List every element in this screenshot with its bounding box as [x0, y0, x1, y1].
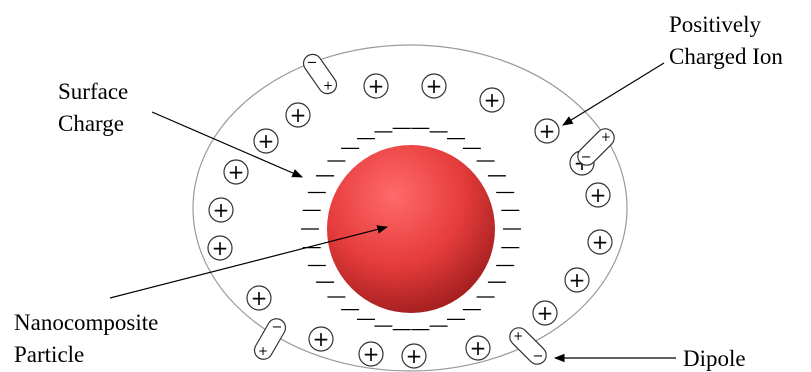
positive-ion: + — [309, 327, 333, 351]
svg-text:+: + — [426, 74, 443, 98]
svg-text:+: + — [323, 78, 333, 92]
positive-ion: + — [588, 230, 612, 254]
positive-ion: + — [286, 103, 310, 127]
svg-text:+: + — [590, 183, 607, 207]
positive-ion: + — [422, 74, 446, 98]
positive-ion: + — [209, 198, 233, 222]
svg-text:−: − — [532, 349, 543, 364]
positive-ion: + — [565, 268, 589, 292]
positive-ion: + — [533, 301, 557, 325]
surface-charge-label: Surface Charge — [58, 79, 134, 136]
svg-text:−: − — [581, 150, 592, 165]
svg-text:+: + — [258, 344, 268, 358]
svg-text:+: + — [251, 286, 268, 310]
svg-text:+: + — [470, 336, 487, 360]
svg-text:−: − — [307, 56, 318, 71]
svg-text:+: + — [539, 119, 556, 143]
svg-text:+: + — [513, 329, 523, 343]
dipole: +− — [299, 50, 340, 98]
svg-text:−: − — [272, 320, 283, 335]
svg-text:+: + — [213, 198, 230, 222]
svg-text:+: + — [212, 236, 229, 260]
positive-ion: + — [480, 88, 504, 112]
svg-text:+: + — [592, 230, 609, 254]
positive-ion: + — [224, 160, 248, 184]
svg-text:+: + — [363, 342, 380, 366]
positive-ion: + — [535, 119, 559, 143]
nanocomposite-particle — [327, 145, 495, 313]
svg-text:+: + — [601, 130, 611, 144]
svg-text:+: + — [313, 327, 330, 351]
positive-ion: + — [586, 183, 610, 207]
positive-ion: + — [359, 342, 383, 366]
svg-text:+: + — [569, 268, 586, 292]
particle-label: Nanocomposite Particle — [14, 310, 164, 367]
positive-ion-arrow — [563, 63, 664, 125]
positive-ion: + — [247, 286, 271, 310]
svg-text:+: + — [228, 160, 245, 184]
svg-text:+: + — [537, 301, 554, 325]
dipole: +− — [505, 324, 551, 370]
svg-text:+: + — [258, 129, 275, 153]
dipole-label: Dipole — [683, 346, 746, 371]
positive-ion: + — [254, 129, 278, 153]
positive-ion: + — [208, 236, 232, 260]
dipole: +− — [251, 315, 289, 363]
positive-ion: + — [402, 344, 426, 368]
svg-text:+: + — [368, 74, 385, 98]
positive-ion: + — [364, 74, 388, 98]
svg-text:+: + — [484, 88, 501, 112]
positive-ion-label: Positively Charged Ion — [669, 12, 783, 69]
svg-text:+: + — [290, 103, 307, 127]
positive-ion: + — [466, 336, 490, 360]
svg-text:+: + — [406, 344, 423, 368]
